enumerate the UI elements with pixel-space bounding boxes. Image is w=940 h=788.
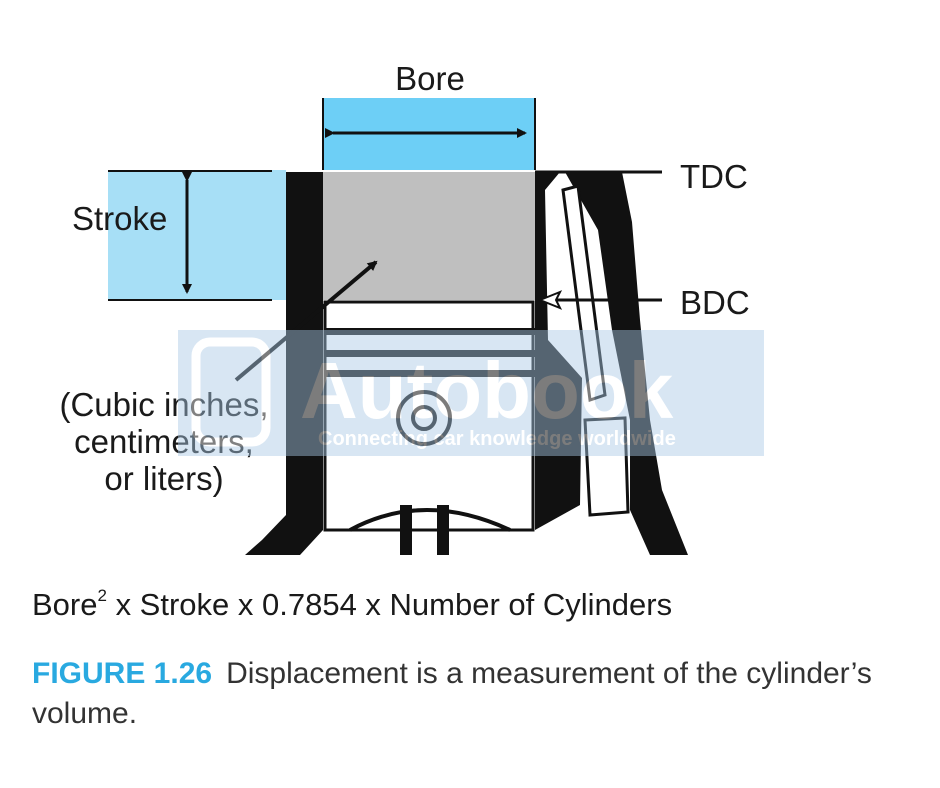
tdc-label: TDC bbox=[680, 158, 748, 195]
volume-pointer-arrow bbox=[234, 260, 378, 382]
bdc-label: BDC bbox=[680, 284, 750, 321]
valve-guide bbox=[583, 416, 630, 517]
watermark-logo-icon bbox=[191, 337, 271, 447]
engine-displacement-diagram: Bore Stroke TDC BDC (Cubic inches, centi… bbox=[59, 60, 764, 555]
figure-label: FIGURE 1.26 bbox=[32, 657, 213, 690]
cylinder-wall-right bbox=[535, 172, 582, 530]
piston-skirt bbox=[349, 508, 511, 532]
volume-label-line2: centimeters, bbox=[74, 423, 254, 460]
formula-exponent: 2 bbox=[97, 586, 107, 605]
volume-label-line3: or liters) bbox=[104, 460, 223, 497]
caption-text: Displacement is a measurement of the cyl… bbox=[32, 657, 872, 730]
bore-label: Bore bbox=[395, 60, 465, 97]
connecting-rod bbox=[437, 505, 449, 555]
bdc-arrow-head bbox=[537, 290, 563, 310]
valve-stem bbox=[561, 184, 607, 402]
stroke-label: Stroke bbox=[72, 200, 167, 237]
ring-groove bbox=[325, 328, 535, 335]
watermark-name: Autobook bbox=[300, 346, 674, 435]
connecting-rod bbox=[400, 505, 412, 555]
ring-groove bbox=[325, 370, 535, 377]
stroke-highlight bbox=[108, 170, 286, 300]
watermark-tagline: Connecting car knowledge worldwide bbox=[318, 428, 676, 450]
formula-rest: x Stroke x 0.7854 x Number of Cylinders bbox=[106, 587, 673, 622]
engine-block-right bbox=[565, 172, 688, 555]
displacement-formula: Bore2 x Stroke x 0.7854 x Number of Cyli… bbox=[32, 586, 672, 623]
watermark: Autobook Connecting car knowledge worldw… bbox=[178, 330, 764, 456]
watermark-band bbox=[178, 330, 764, 456]
ring-groove bbox=[325, 350, 535, 357]
cylinder-wall-left bbox=[245, 172, 323, 555]
formula-base: Bore bbox=[32, 587, 98, 622]
volume-label-line1: (Cubic inches, bbox=[59, 386, 268, 423]
wrist-pin-inner bbox=[411, 405, 437, 431]
